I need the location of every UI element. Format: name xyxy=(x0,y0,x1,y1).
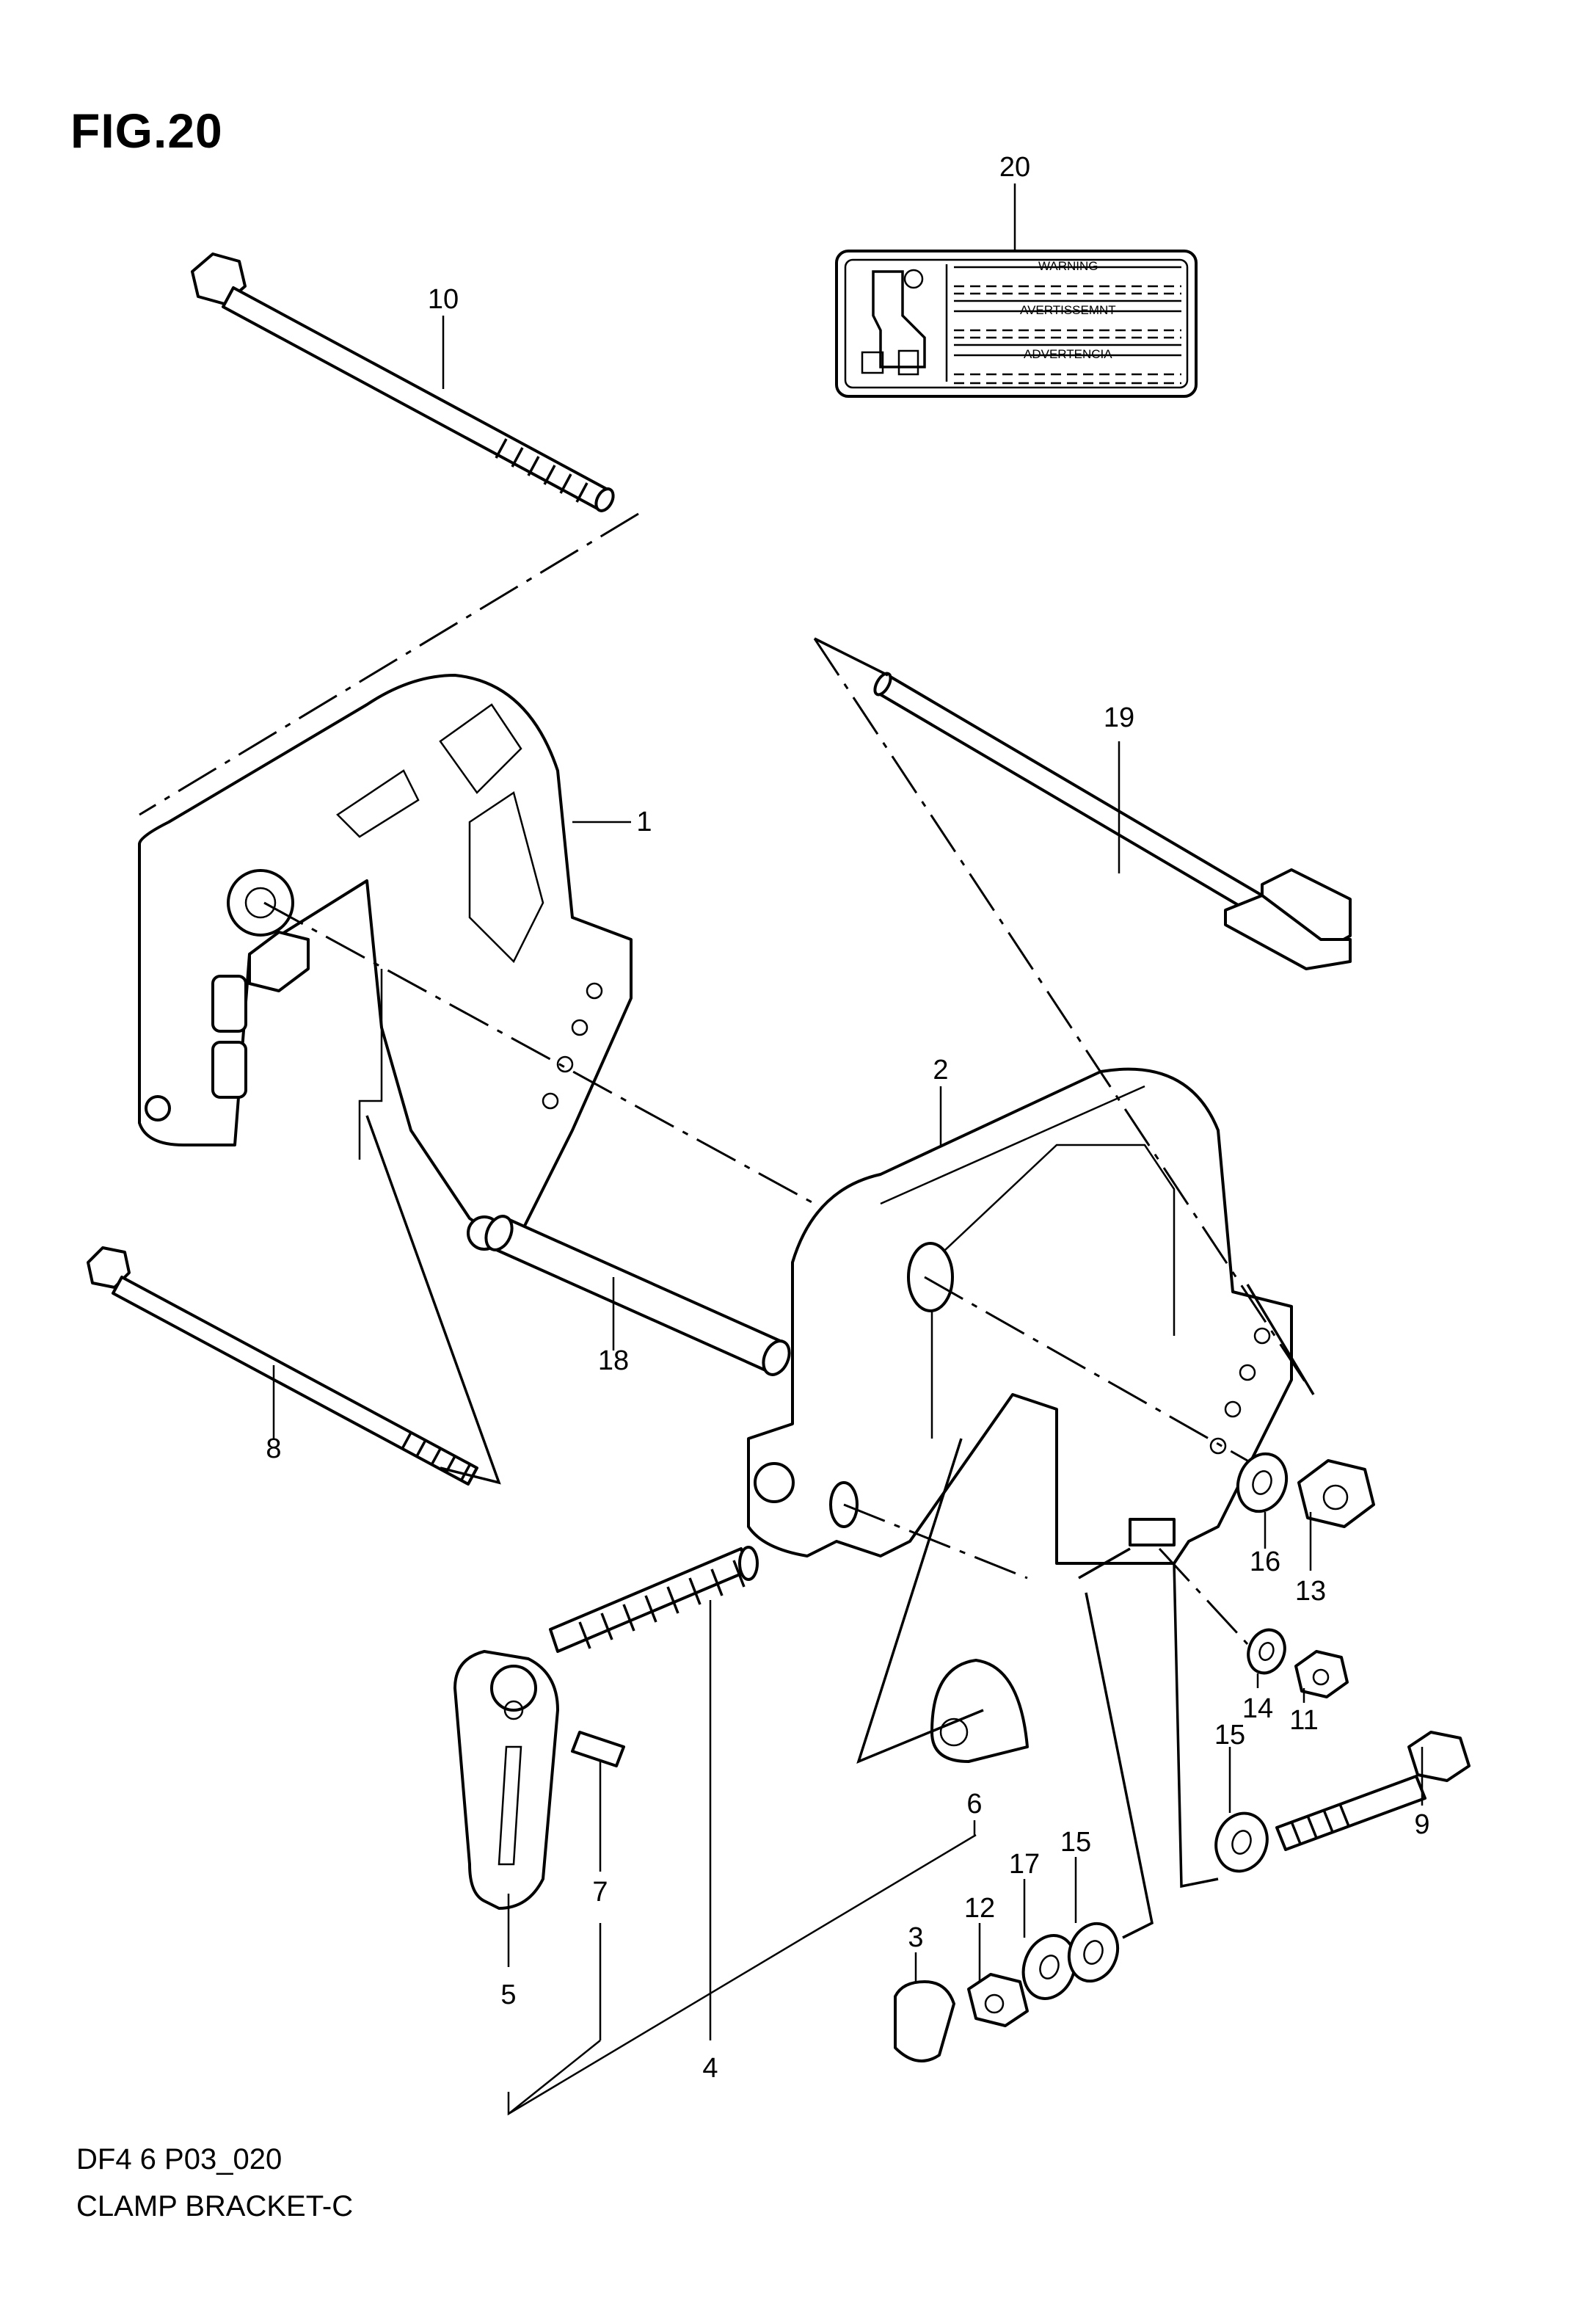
part-19-pin xyxy=(873,672,1352,970)
part-11-nut xyxy=(1294,1650,1349,1698)
callout-10: 10 xyxy=(428,284,459,315)
part-3-cap xyxy=(894,1980,955,2062)
callout-3: 3 xyxy=(908,1922,923,1953)
callout-19: 19 xyxy=(1104,702,1134,733)
part-15-washer-upper xyxy=(1214,1811,1269,1873)
callout-20: 20 xyxy=(999,152,1030,183)
callouts: 20 10 1 19 2 18 8 16 13 14 11 15 9 6 15 … xyxy=(266,152,1429,2084)
part-7-pin xyxy=(571,1731,625,1767)
part-9-bolt xyxy=(1275,1731,1471,1851)
part-16-washer xyxy=(1236,1452,1289,1513)
part-5-lever xyxy=(453,1650,559,1910)
warning-label-text-3: ADVERTENCIA xyxy=(1024,347,1112,361)
leader-lines xyxy=(272,183,1424,2116)
callout-1: 1 xyxy=(636,807,652,837)
part-4-spring-rod xyxy=(549,1546,759,1653)
part-1-clamp-bracket-left xyxy=(138,674,633,1251)
callout-9: 9 xyxy=(1414,1809,1429,1840)
part-14-washer xyxy=(1247,1628,1286,1675)
callout-14: 14 xyxy=(1242,1693,1273,1724)
callout-13: 13 xyxy=(1295,1576,1326,1607)
callout-4: 4 xyxy=(702,2053,718,2084)
warning-label-text-2: AVERTISSEMNT xyxy=(1020,303,1116,317)
callout-15-lower: 15 xyxy=(1060,1827,1091,1858)
callout-7: 7 xyxy=(592,1877,608,1908)
part-2-clamp-bracket-right xyxy=(747,1067,1293,1565)
part-12-nut xyxy=(967,1973,1029,2027)
callout-5: 5 xyxy=(500,1980,516,2010)
callout-12: 12 xyxy=(964,1893,995,1924)
callout-18: 18 xyxy=(598,1345,629,1376)
part-15-washer-lower xyxy=(1067,1922,1120,1983)
part-18-tube xyxy=(484,1215,791,1376)
part-20-warning-label: WARNING AVERTISSEMNT ADVERTENCIA xyxy=(835,250,1198,398)
callout-2: 2 xyxy=(933,1055,948,1086)
callout-16: 16 xyxy=(1250,1546,1280,1577)
callout-11: 11 xyxy=(1289,1705,1318,1736)
part-17-washer xyxy=(1021,1934,1077,2000)
part-10-bolt xyxy=(191,252,615,512)
figure-title: FIG.20 xyxy=(70,103,223,158)
warning-label-text-1: WARNING xyxy=(1038,259,1098,273)
part-13-nut xyxy=(1297,1459,1375,1528)
callout-6: 6 xyxy=(966,1789,982,1820)
callout-15-upper: 15 xyxy=(1214,1720,1245,1751)
assembly-lines xyxy=(139,512,1315,1939)
figure-code: DF4 6 P03_020 xyxy=(76,2143,283,2175)
callout-17: 17 xyxy=(1009,1849,1040,1880)
part-8-bolt xyxy=(87,1246,478,1486)
figure-name: CLAMP BRACKET-C xyxy=(76,2190,354,2222)
callout-8: 8 xyxy=(266,1433,281,1464)
